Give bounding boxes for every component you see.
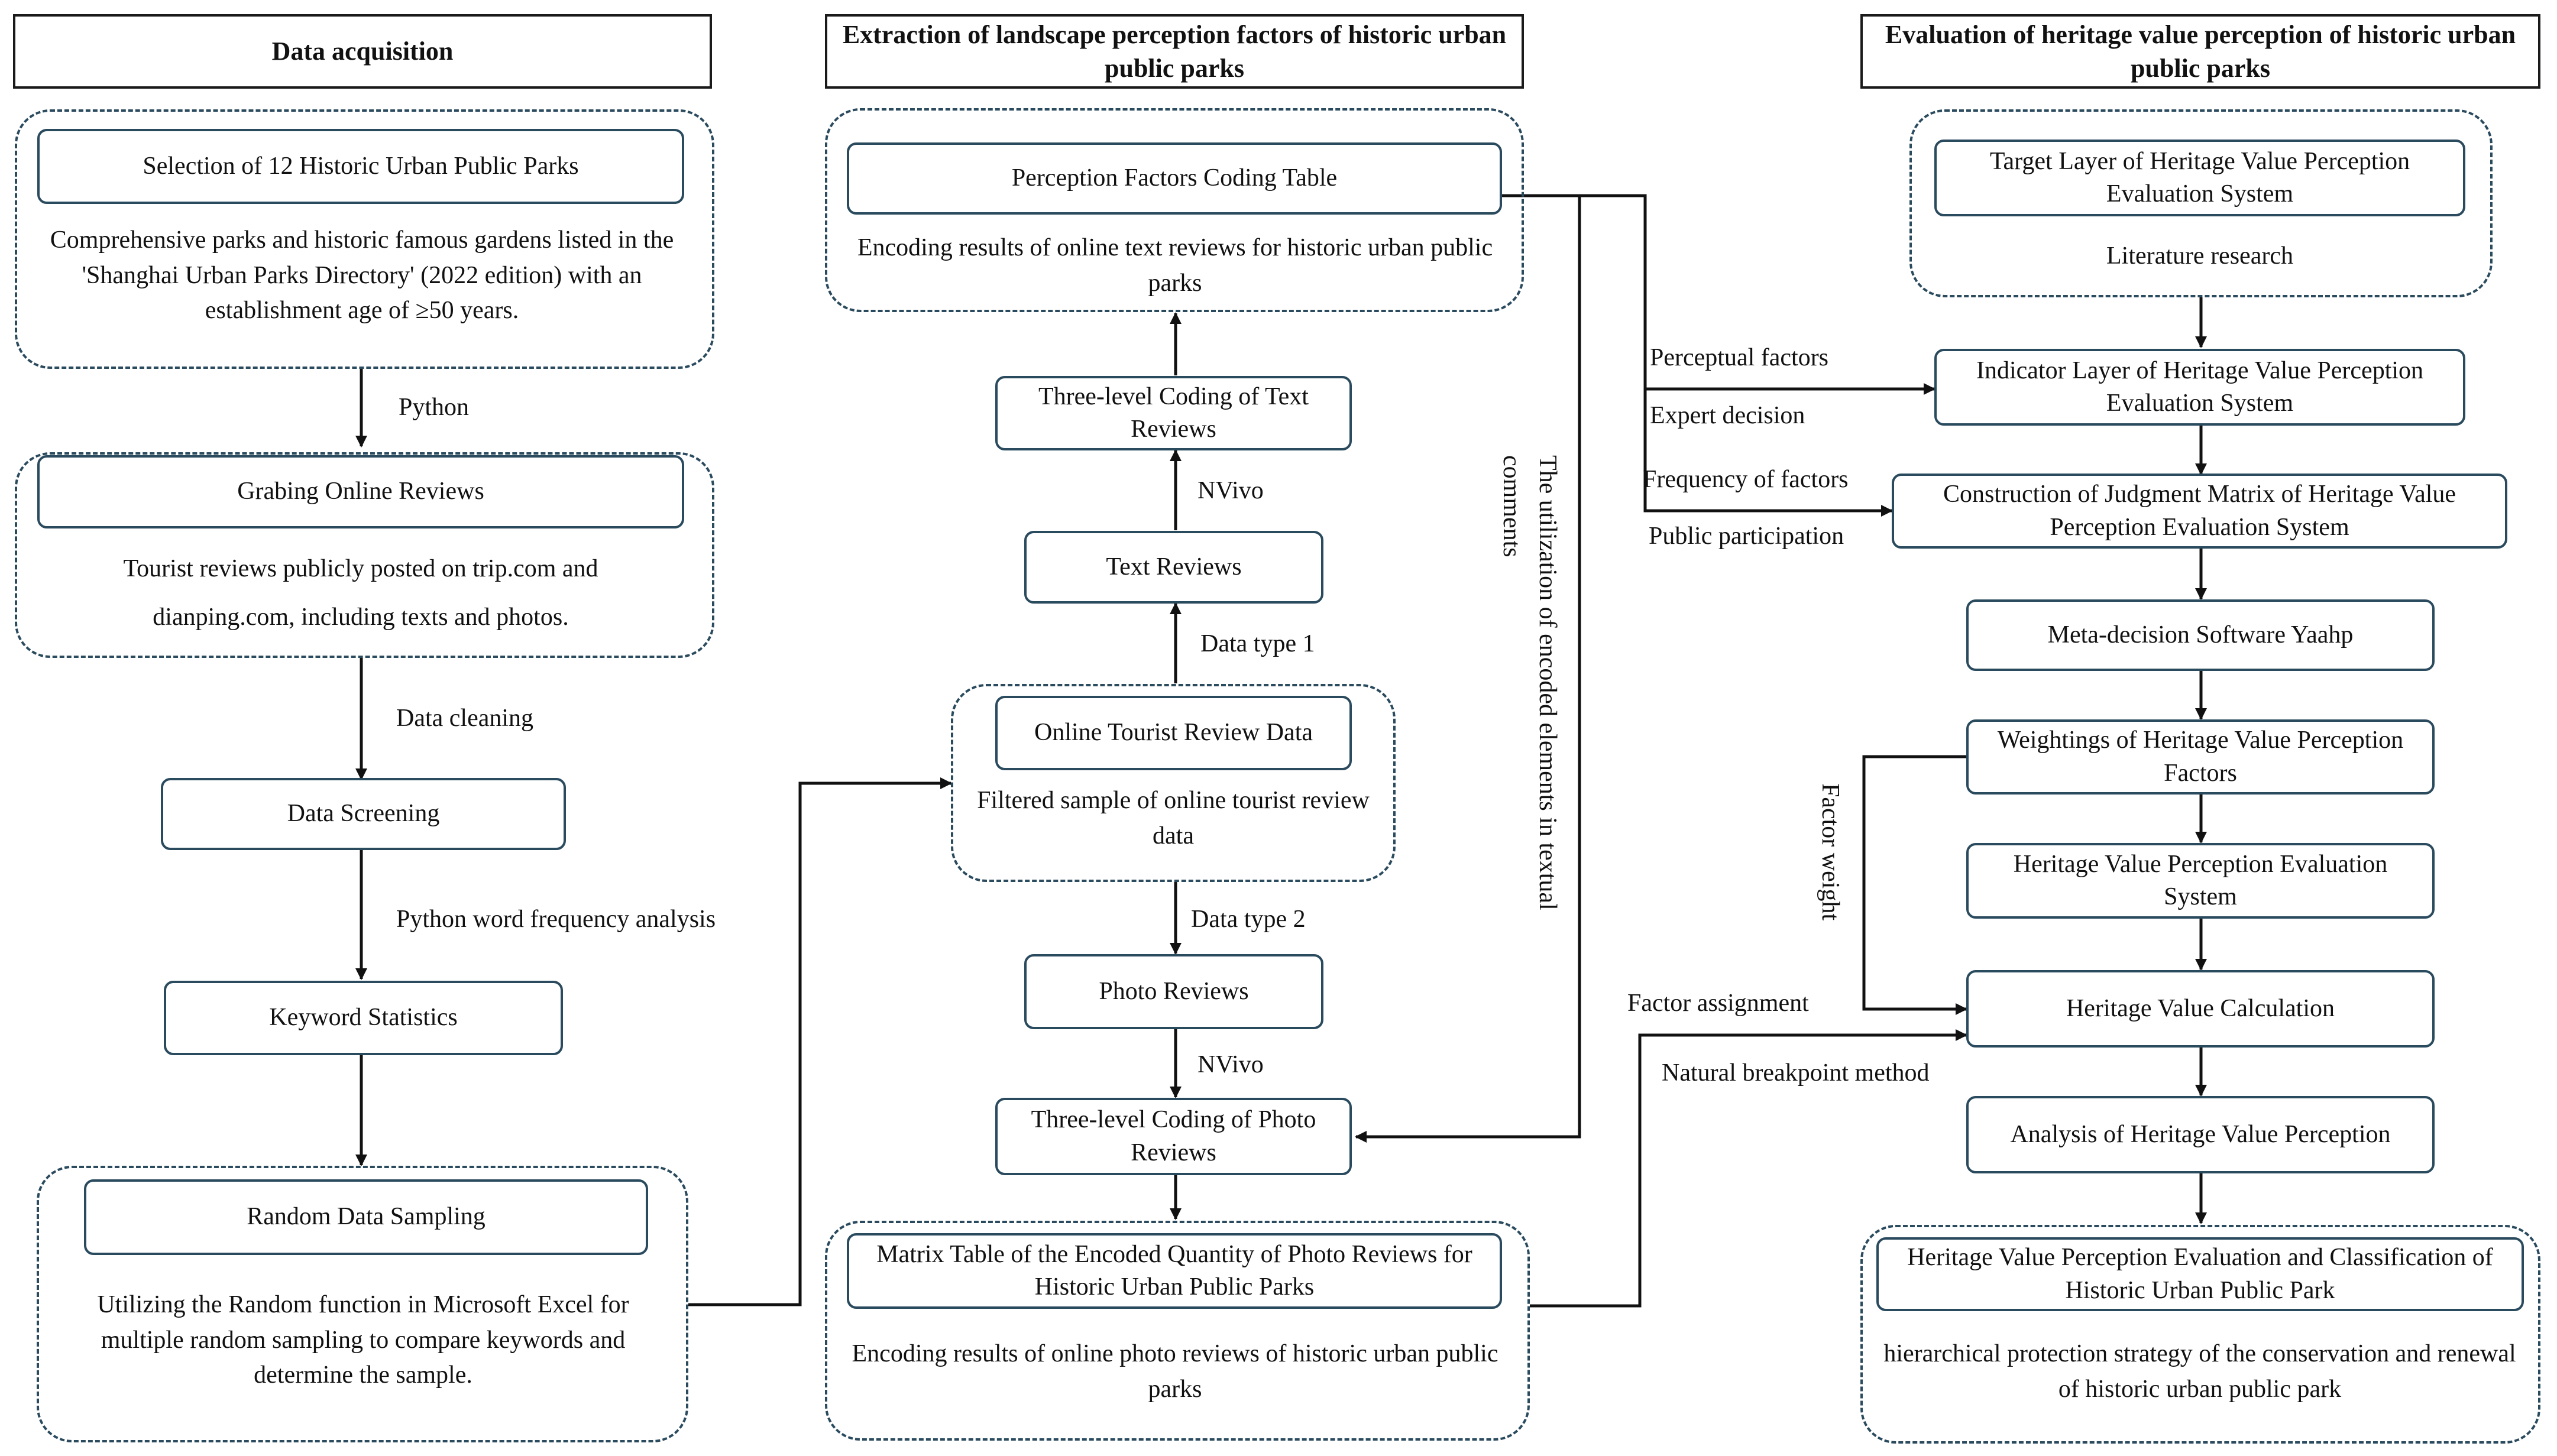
box-judgment-matrix: Construction of Judgment Matrix of Herit… [1892, 474, 2507, 549]
label-natural-breakpoint: Natural breakpoint method [1662, 1059, 1930, 1087]
box-evaluation-system: Heritage Value Perception Evaluation Sys… [1966, 843, 2435, 919]
box-random-sampling: Random Data Sampling [84, 1179, 648, 1255]
group-target-layer [1909, 109, 2493, 297]
box-classification: Heritage Value Perception Evaluation and… [1876, 1237, 2524, 1311]
box-data-screening: Data Screening [161, 778, 566, 850]
group-grab [15, 452, 714, 658]
group-classification [1860, 1225, 2540, 1444]
desc-matrix: Encoding results of online photo reviews… [852, 1340, 1498, 1403]
arrow-matrix-to-calculation [1530, 1029, 1967, 1308]
group-coding-table [825, 108, 1524, 312]
label-utilization: The utilization of encoded elements in t… [1497, 455, 1561, 910]
desc-grab: Tourist reviews publicly posted on trip.… [123, 555, 598, 631]
label-data-type-2: Data type 2 [1191, 906, 1306, 933]
arrow-sampling-to-online-data [688, 777, 952, 1306]
label-nvivo-photo: NVivo [1197, 1051, 1264, 1078]
box-text-coding: Three-level Coding of Text Reviews [995, 376, 1352, 450]
desc-online-data: Filtered sample of online tourist review… [977, 787, 1370, 849]
box-grab-reviews: Grabing Online Reviews [37, 455, 684, 528]
group-selection [15, 109, 714, 369]
label-python: Python [399, 394, 470, 421]
box-photo-coding: Three-level Coding of Photo Reviews [995, 1098, 1352, 1175]
box-coding-table: Perception Factors Coding Table [847, 142, 1502, 215]
header-data-acquisition: Data acquisition [13, 14, 712, 89]
desc-classification: hierarchical protection strategy of the … [1883, 1340, 2516, 1403]
box-value-calculation: Heritage Value Calculation [1966, 970, 2435, 1048]
desc-selection: Comprehensive parks and historic famous … [50, 226, 674, 325]
label-data-type-1: Data type 1 [1200, 630, 1315, 657]
label-expert-decision: Expert decision [1650, 402, 1805, 429]
desc-coding-table: Encoding results of online text reviews … [857, 234, 1493, 297]
box-text-reviews: Text Reviews [1024, 531, 1323, 604]
label-nvivo-text: NVivo [1197, 477, 1264, 504]
box-matrix-table: Matrix Table of the Encoded Quantity of … [847, 1233, 1502, 1309]
box-online-data: Online Tourist Review Data [995, 696, 1352, 770]
box-keyword-statistics: Keyword Statistics [164, 981, 563, 1055]
group-online-data [951, 684, 1396, 882]
label-frequency-factors: Frequency of factors [1643, 466, 1849, 493]
label-perceptual-factors: Perceptual factors [1650, 344, 1829, 371]
label-data-cleaning: Data cleaning [396, 705, 534, 732]
desc-target-layer: Literature research [2106, 242, 2293, 270]
arrow-frequency-to-judgment [1643, 389, 1893, 517]
box-yaahp-software: Meta-decision Software Yaahp [1966, 599, 2435, 671]
box-value-analysis: Analysis of Heritage Value Perception [1966, 1096, 2435, 1173]
box-photo-reviews: Photo Reviews [1024, 954, 1323, 1029]
box-selection-parks: Selection of 12 Historic Urban Public Pa… [37, 129, 684, 204]
group-matrix [825, 1221, 1530, 1441]
header-evaluation: Evaluation of heritage value perception … [1860, 14, 2540, 89]
group-sampling [37, 1166, 688, 1442]
arrow-weightings-to-calculation [1862, 755, 1967, 1015]
label-public-participation: Public participation [1649, 523, 1844, 550]
label-factor-weight: Factor weight [1816, 783, 1844, 921]
label-python-word-frequency: Python word frequency analysis [396, 906, 716, 933]
header-extraction: Extraction of landscape perception facto… [825, 14, 1524, 89]
box-indicator-layer: Indicator Layer of Heritage Value Percep… [1934, 349, 2465, 426]
box-target-layer: Target Layer of Heritage Value Perceptio… [1934, 140, 2465, 216]
desc-sampling: Utilizing the Random function in Microso… [97, 1291, 629, 1389]
arrow-coding-table-to-indicator [1502, 194, 1935, 395]
label-factor-assignment: Factor assignment [1627, 990, 1809, 1017]
box-weightings: Weightings of Heritage Value Perception … [1966, 719, 2435, 795]
